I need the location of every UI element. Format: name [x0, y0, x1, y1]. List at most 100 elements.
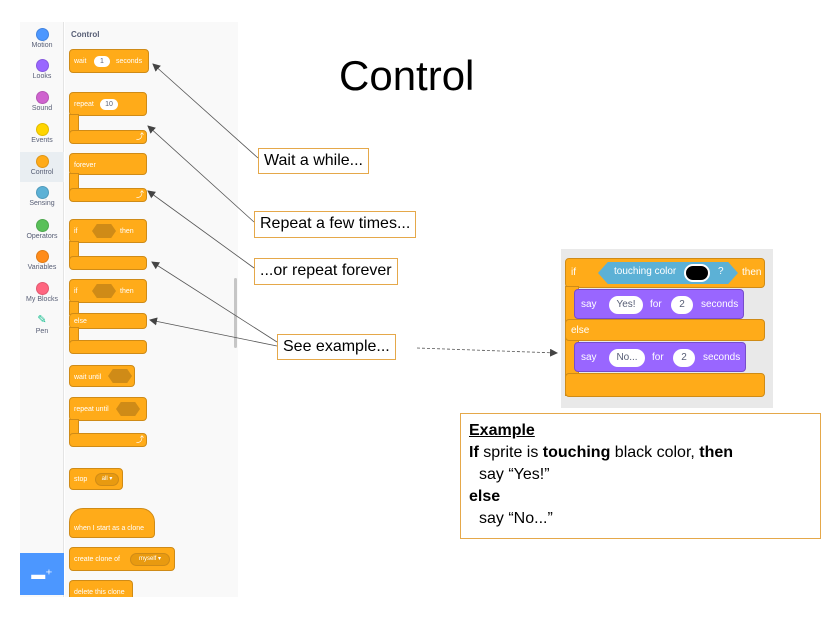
category-label: Operators	[26, 233, 58, 240]
repeat-until-top: repeat until	[69, 397, 147, 421]
loop-arrow-icon: ⤴	[136, 435, 144, 444]
if-then-top: if then	[69, 219, 147, 243]
say-label: say	[581, 352, 597, 363]
repeat-count-input[interactable]: 10	[100, 99, 118, 110]
add-extension-button[interactable]: ▬⁺	[20, 553, 64, 595]
palette-scrollbar[interactable]	[234, 278, 237, 348]
then-label: then	[120, 228, 134, 235]
condition-slot[interactable]	[116, 402, 140, 416]
category-label: Pen	[35, 328, 49, 335]
when-clone-hat-block[interactable]: when I start as a clone	[69, 508, 155, 538]
example-line-say-yes: say “Yes!”	[479, 466, 550, 483]
create-clone-block[interactable]: create clone of myself ▾	[69, 547, 175, 571]
for-label: for	[652, 352, 664, 363]
example-line-else: else	[469, 488, 501, 505]
wait-label: wait	[74, 58, 87, 65]
repeat-bottom: ⤴	[69, 130, 147, 144]
delete-clone-label: delete this clone	[74, 589, 125, 596]
category-label: Sensing	[29, 200, 55, 207]
slide-title: Control	[339, 52, 475, 99]
operators-dot-icon	[35, 219, 49, 232]
category-label: My Blocks	[26, 296, 58, 303]
callout-repeat: Repeat a few times...	[254, 211, 417, 238]
category-looks[interactable]: Looks	[20, 59, 64, 80]
category-label: Motion	[31, 42, 53, 49]
category-events[interactable]: Events	[20, 123, 64, 144]
stop-label: stop	[74, 476, 88, 483]
forever-bottom: ⤴	[69, 188, 147, 202]
category-operators[interactable]: Operators	[20, 219, 64, 240]
category-motion[interactable]: Motion	[20, 28, 64, 49]
say-yes-block[interactable]: say Yes! for 2 seconds	[574, 289, 744, 319]
callout-wait: Wait a while...	[258, 148, 369, 174]
callout-forever: ...or repeat forever	[254, 258, 398, 285]
example-if-label: if	[571, 267, 576, 278]
wait-unit-label: seconds	[116, 58, 143, 65]
callout-example: See example...	[277, 334, 396, 360]
example-then-label: then	[742, 267, 762, 278]
example-line-say-no: say “No...”	[479, 510, 553, 527]
category-my-blocks[interactable]: My Blocks	[20, 282, 64, 303]
category-sensing[interactable]: Sensing	[20, 186, 64, 207]
example-if-bar: if touching color ? then	[565, 258, 765, 288]
category-bar: Motion Looks Sound Events Control Sensin…	[20, 22, 64, 597]
condition-slot[interactable]	[92, 224, 116, 238]
else-label: else	[74, 318, 87, 325]
example-explanation-box: Example If sprite is touching black colo…	[460, 413, 821, 539]
if-else-top: if then	[69, 279, 147, 303]
motion-dot-icon	[35, 28, 49, 41]
if-label: if	[74, 288, 78, 295]
condition-slot[interactable]	[108, 369, 132, 383]
example-else-label: else	[571, 325, 590, 336]
palette-heading: Control	[71, 30, 100, 39]
say-no-message-input[interactable]: No...	[609, 349, 645, 367]
loop-arrow-icon: ⤴	[136, 190, 144, 199]
stop-block[interactable]: stop all ▾	[69, 468, 123, 490]
say-no-block[interactable]: say No... for 2 seconds	[574, 342, 746, 372]
clone-target-dropdown[interactable]: myself ▾	[130, 553, 170, 566]
category-control[interactable]: Control	[20, 152, 64, 182]
say-yes-message-input[interactable]: Yes!	[609, 296, 643, 314]
say-yes-seconds-input[interactable]: 2	[671, 296, 693, 314]
say-label: say	[581, 299, 597, 310]
variables-dot-icon	[35, 250, 49, 263]
if-label: if	[74, 228, 78, 235]
seconds-label: seconds	[703, 352, 741, 363]
wait-until-block[interactable]: wait until	[69, 365, 135, 387]
repeat-label: repeat	[74, 101, 94, 108]
category-label: Events	[31, 137, 53, 144]
wait-seconds-input[interactable]: 1	[94, 56, 110, 67]
stop-option-dropdown[interactable]: all ▾	[95, 473, 119, 486]
example-if-bottom	[565, 373, 765, 397]
say-no-seconds-input[interactable]: 2	[673, 349, 695, 367]
category-variables[interactable]: Variables	[20, 250, 64, 271]
arrow-to-example	[416, 347, 558, 357]
extension-icon: ▬⁺	[31, 565, 53, 582]
loop-arrow-icon: ⤴	[136, 132, 144, 141]
sensing-dot-icon	[35, 186, 49, 199]
sound-dot-icon	[35, 91, 49, 104]
category-sound[interactable]: Sound	[20, 91, 64, 112]
forever-label: forever	[74, 162, 96, 169]
category-pen[interactable]: ✎ Pen	[20, 314, 64, 335]
repeat-until-bottom: ⤴	[69, 433, 147, 447]
else-bar: else	[69, 313, 147, 329]
category-label: Variables	[27, 264, 57, 271]
color-swatch[interactable]	[684, 264, 710, 282]
control-dot-icon	[35, 155, 49, 168]
example-line-if: If sprite is touching black color, then	[469, 444, 734, 461]
condition-slot[interactable]	[92, 284, 116, 298]
wait-until-label: wait until	[74, 374, 102, 381]
example-heading: Example	[469, 422, 535, 439]
seconds-label: seconds	[701, 299, 739, 310]
question-mark: ?	[718, 266, 724, 277]
delete-clone-block[interactable]: delete this clone	[69, 580, 133, 597]
my-blocks-dot-icon	[35, 282, 49, 295]
touching-color-label: touching color	[614, 266, 677, 277]
repeat-until-label: repeat until	[74, 406, 109, 413]
for-label: for	[650, 299, 662, 310]
if-else-bottom	[69, 340, 147, 354]
pen-icon: ✎	[37, 314, 47, 326]
wait-block[interactable]: wait 1 seconds	[69, 49, 149, 73]
